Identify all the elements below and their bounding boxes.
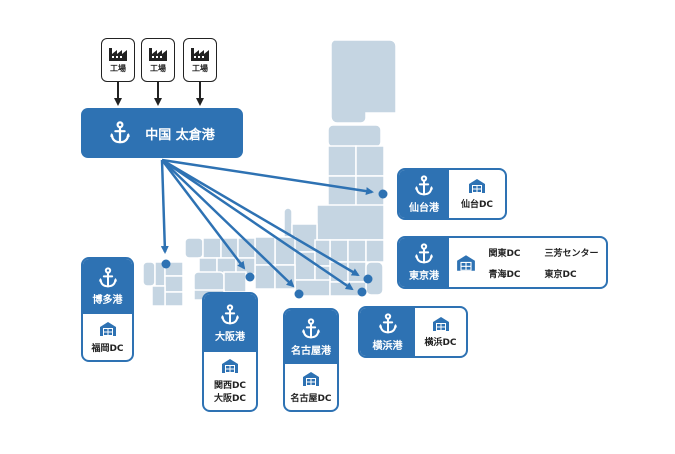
warehouse-icon bbox=[222, 359, 238, 373]
port-section: 仙台港 bbox=[399, 170, 449, 218]
port-card-nagoya: 名古屋港 名古屋DC bbox=[283, 308, 339, 412]
dc-section: 名古屋DC bbox=[285, 364, 337, 410]
dc-section: 横浜DC bbox=[415, 308, 466, 356]
anchor-icon bbox=[414, 174, 434, 195]
dc-name: 横浜DC bbox=[424, 338, 457, 348]
dot-nagoya bbox=[294, 289, 304, 299]
port-name: 博多港 bbox=[92, 295, 123, 306]
warehouse-icon bbox=[432, 317, 449, 331]
port-name: 仙台港 bbox=[409, 202, 439, 214]
anchor-icon bbox=[220, 303, 240, 324]
dc-name: 東京DC bbox=[544, 269, 577, 280]
port-card-sendai: 仙台港 仙台DC bbox=[397, 168, 507, 220]
dot-hakata bbox=[161, 259, 171, 269]
port-name: 東京港 bbox=[409, 271, 439, 282]
dc-section: 仙台DC bbox=[449, 170, 505, 218]
hub-port-taicang: 中国 太倉港 bbox=[81, 108, 243, 158]
dot-osaka bbox=[245, 272, 255, 282]
dc-name: 福岡DC bbox=[91, 343, 124, 354]
anchor-icon bbox=[98, 267, 117, 288]
dc-name: 仙台DC bbox=[460, 200, 494, 210]
map-hokkaido bbox=[330, 39, 397, 124]
dc-list: 関東DC 三芳センター 青海DC 東京DC bbox=[488, 246, 598, 280]
warehouse-icon bbox=[469, 179, 485, 193]
route-nagoya bbox=[161, 159, 295, 288]
factory-icon bbox=[109, 48, 127, 61]
port-section: 横浜港 bbox=[360, 308, 415, 356]
dc-name: 名古屋DC bbox=[290, 393, 332, 404]
factory-label: 工場 bbox=[110, 64, 126, 73]
factory-icon bbox=[191, 48, 209, 61]
port-section: 東京港 bbox=[399, 238, 449, 287]
anchor-icon bbox=[301, 317, 321, 338]
port-section: 博多港 bbox=[83, 259, 132, 314]
anchor-icon bbox=[378, 312, 397, 333]
dc-name: 三芳センター bbox=[544, 248, 599, 259]
warehouse-icon bbox=[99, 321, 116, 336]
warehouse-icon bbox=[457, 254, 476, 271]
dc-section: 福岡DC bbox=[83, 314, 132, 360]
factory-label: 工場 bbox=[192, 64, 208, 73]
anchor-icon bbox=[414, 243, 434, 264]
dot-yokohama bbox=[357, 287, 367, 297]
dc-name: 大阪DC bbox=[213, 394, 247, 404]
port-card-hakata: 博多港 福岡DC bbox=[81, 257, 134, 362]
factory-icon bbox=[149, 48, 167, 61]
factory-box: 工場 bbox=[183, 38, 217, 82]
port-card-tokyo: 東京港 関東DC 三芳センター 青海DC 東京DC bbox=[397, 236, 608, 289]
dot-tokyo bbox=[363, 274, 373, 284]
factory-label: 工場 bbox=[150, 64, 166, 73]
warehouse-icon bbox=[303, 371, 319, 386]
port-card-yokohama: 横浜港 横浜DC bbox=[358, 306, 468, 358]
port-name: 横浜港 bbox=[372, 340, 403, 352]
dc-section: 関東DC 三芳センター 青海DC 東京DC bbox=[449, 238, 606, 287]
route-hakata bbox=[160, 159, 169, 254]
port-name: 名古屋港 bbox=[291, 345, 331, 357]
route-osaka bbox=[161, 159, 246, 270]
route-tokyo bbox=[161, 158, 360, 277]
hub-label: 中国 太倉港 bbox=[145, 127, 215, 143]
port-section: 名古屋港 bbox=[285, 310, 337, 364]
route-sendai bbox=[161, 158, 374, 196]
dc-name: 関西DC bbox=[213, 381, 247, 391]
dc-section: 関西DC 大阪DC bbox=[204, 352, 256, 410]
port-name: 大阪港 bbox=[215, 331, 245, 343]
port-section: 大阪港 bbox=[204, 294, 256, 352]
factory-box: 工場 bbox=[141, 38, 175, 82]
route-yokohama bbox=[161, 158, 354, 291]
factory-box: 工場 bbox=[101, 38, 135, 82]
port-card-osaka: 大阪港 関西DC 大阪DC bbox=[202, 292, 258, 412]
dc-name: 関東DC bbox=[488, 248, 521, 259]
dc-name: 青海DC bbox=[488, 269, 521, 280]
anchor-icon bbox=[110, 121, 131, 144]
dot-sendai bbox=[378, 189, 388, 199]
